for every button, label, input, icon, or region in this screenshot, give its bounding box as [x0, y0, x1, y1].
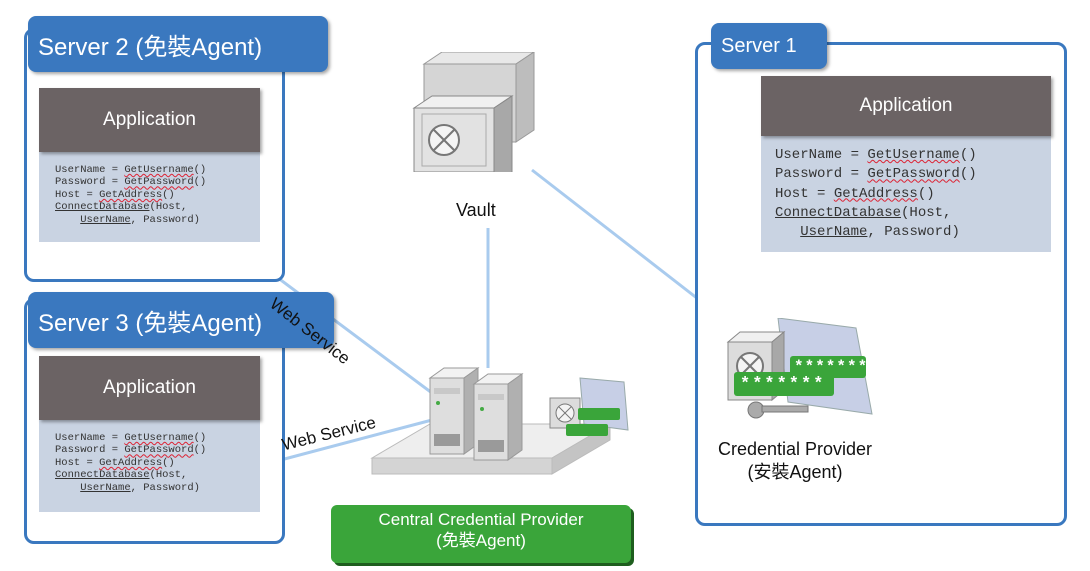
server1-title: Server 1 — [711, 23, 827, 69]
central-server-icon — [370, 367, 629, 475]
server2-title: Server 2 (免裝Agent) — [28, 16, 328, 72]
server1-code: UserName = GetUsername() Password = GetP… — [775, 147, 977, 241]
server1-app-header: Application — [761, 76, 1051, 136]
central-provider-line2: (免裝Agent) — [436, 531, 526, 551]
central-provider-line1: Central Credential Provider — [378, 510, 584, 529]
credential-provider-line2: (安裝Agent) — [747, 462, 843, 483]
vault-label: Vault — [456, 200, 496, 220]
server3-app-header: Application — [39, 356, 260, 420]
server3-title: Server 3 (免裝Agent) — [28, 292, 334, 348]
server2-app-header: Application — [39, 88, 260, 152]
credential-provider-label: Credential Provider (安裝Agent) — [712, 438, 878, 485]
vault-icon — [412, 52, 535, 172]
credential-provider-line1: Credential Provider — [717, 439, 873, 459]
password-mask-1: ******* — [794, 358, 869, 376]
server1-app-panel: Application UserName = GetUsername() Pas… — [761, 76, 1051, 252]
link-server3-central — [257, 418, 433, 468]
password-mask-2: ******* — [740, 375, 826, 394]
central-provider-button[interactable]: Central Credential Provider (免裝Agent) — [331, 505, 631, 563]
credential-provider-icon — [726, 318, 873, 419]
server2-app-panel: Application UserName = GetUsername() Pas… — [39, 88, 260, 242]
server3-app-panel: Application UserName = GetUsername() Pas… — [39, 356, 260, 512]
server3-code: UserName = GetUsername() Password = GetP… — [55, 432, 207, 494]
server2-code: UserName = GetUsername() Password = GetP… — [55, 164, 207, 226]
